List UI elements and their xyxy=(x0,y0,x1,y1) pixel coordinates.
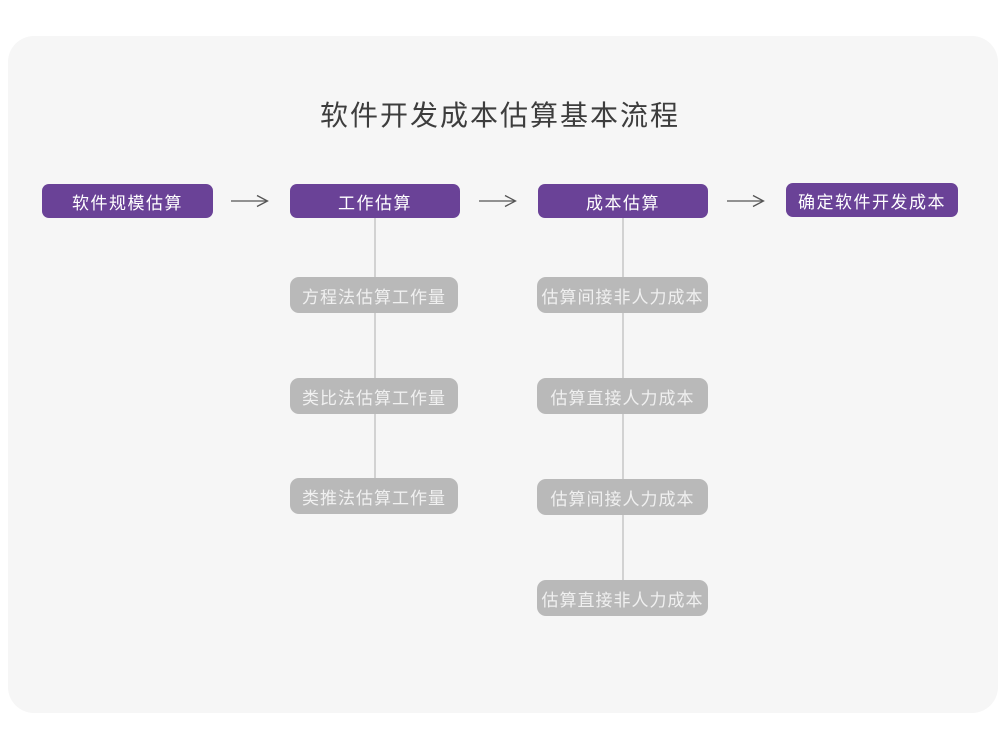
diagram-card xyxy=(8,36,998,713)
cost-step-node-direct-nonlabor: 估算直接非人力成本 xyxy=(537,580,708,616)
stage-node-work-estimation: 工作估算 xyxy=(290,184,460,218)
stage-node-determine-dev-cost: 确定软件开发成本 xyxy=(786,183,958,217)
stage-node-cost-estimation: 成本估算 xyxy=(538,184,708,218)
work-method-node-analogy: 类比法估算工作量 xyxy=(290,378,458,414)
connector-line-work xyxy=(374,218,376,490)
flow-arrow-icon xyxy=(479,194,517,208)
cost-step-node-indirect-nonlabor: 估算间接非人力成本 xyxy=(537,277,708,313)
diagram-title: 软件开发成本估算基本流程 xyxy=(319,100,680,131)
flow-arrow-icon xyxy=(231,194,269,208)
cost-step-node-indirect-labor: 估算间接人力成本 xyxy=(537,479,708,515)
flow-arrow-icon xyxy=(727,194,765,208)
cost-step-node-direct-labor: 估算直接人力成本 xyxy=(537,378,708,414)
work-method-node-extrapolation: 类推法估算工作量 xyxy=(290,478,458,514)
work-method-node-equation: 方程法估算工作量 xyxy=(290,277,458,313)
stage-node-software-scale-estimation: 软件规模估算 xyxy=(42,184,213,218)
